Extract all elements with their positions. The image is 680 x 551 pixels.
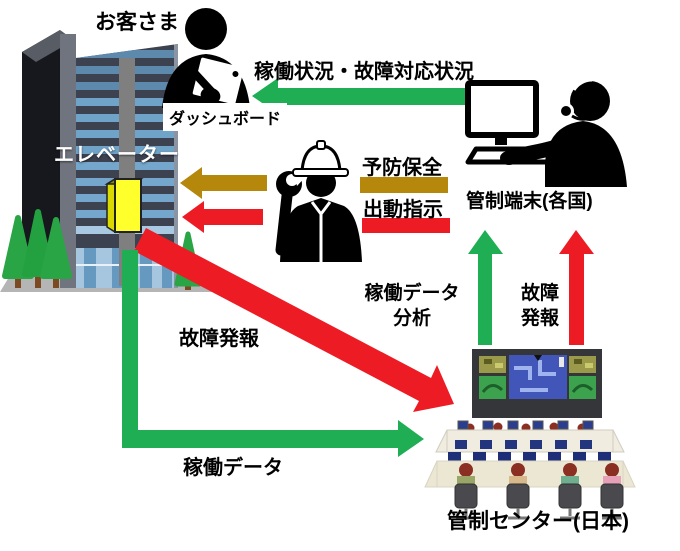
failure-report-label: 故障発報 <box>179 328 259 350</box>
elevator-label: エレベーター <box>54 144 180 166</box>
front-row-operators <box>454 463 624 520</box>
failure-up-line1: 故障 <box>520 283 559 304</box>
data-analysis-label: 稼働データ 分析 <box>352 281 472 331</box>
status-flow-label: 稼働状況・故障対応状況 <box>254 61 474 83</box>
monitor-wall-icon <box>472 349 602 418</box>
preventive-label: 予防保全 <box>362 157 442 179</box>
arrow-preventive-segment <box>360 177 448 193</box>
terminal-label: 管制端末(各国) <box>466 191 593 212</box>
person-with-tablet-icon <box>162 8 250 108</box>
data-analysis-line2: 分析 <box>392 308 431 329</box>
arrow-dispatch-segment <box>362 218 450 233</box>
maintenance-worker-icon <box>275 140 362 262</box>
arrow-preventive-left <box>180 167 267 199</box>
operation-data-label: 稼働データ <box>183 457 283 479</box>
operator-with-headset-icon <box>465 78 627 187</box>
center-label: 管制センター(日本) <box>447 510 629 533</box>
building-corner-strip <box>60 34 76 288</box>
building-back-tower <box>22 30 60 272</box>
arrow-data-analysis-up <box>468 230 503 345</box>
elevator-car-icon <box>104 177 144 234</box>
customer-label: お客さま <box>95 11 179 34</box>
arrow-status-to-customer <box>252 78 468 114</box>
flow-arrows <box>122 78 594 457</box>
arrow-dispatch-left <box>182 201 263 233</box>
data-analysis-line1: 稼働データ <box>364 283 460 304</box>
arrow-failure-diagonal <box>134 228 454 412</box>
arrow-failure-up <box>559 230 594 345</box>
failure-up-line2: 発報 <box>520 308 559 329</box>
dashboard-label: ダッシュボード <box>163 103 288 131</box>
arrow-operation-data <box>122 250 424 457</box>
failure-up-label: 故障 発報 <box>503 281 577 331</box>
control-room-operators-icon <box>424 420 636 520</box>
dispatch-label: 出動指示 <box>363 199 443 221</box>
